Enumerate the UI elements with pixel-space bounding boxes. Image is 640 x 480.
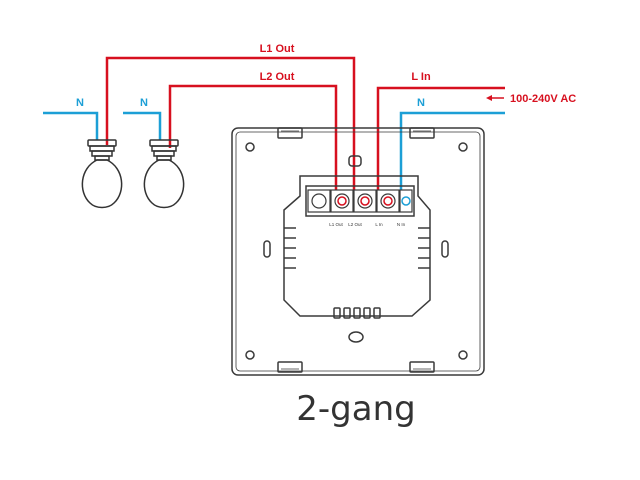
- n-bulb1-wire: [43, 111, 99, 140]
- supply-label: 100-240V AC: [510, 93, 576, 105]
- terminal-l-in: [376, 189, 400, 213]
- n-bulb2-label: N: [140, 97, 148, 109]
- terminal-n-in: [399, 189, 413, 213]
- switch-back-panel: [231, 127, 485, 376]
- n-bulb1-label: N: [76, 97, 84, 109]
- l-in-label: L In: [411, 71, 431, 83]
- l2-out-label: L2 Out: [260, 71, 295, 83]
- terminal-label-l-in: L In: [375, 222, 383, 227]
- terminal-l2-out: [353, 189, 377, 213]
- terminal-label-n-in: N In: [397, 222, 406, 227]
- l2-out-wire: [168, 84, 338, 198]
- terminal-l1-out: [330, 189, 354, 213]
- n-in-label: N: [417, 97, 425, 109]
- n-in-wire: [399, 111, 505, 198]
- terminal-spare: [307, 189, 331, 213]
- n-bulb2-wire: [123, 111, 162, 140]
- supply-arrow-icon: [486, 95, 504, 101]
- caption: 2-gang: [296, 389, 415, 429]
- terminal-label-l1-out: L1 Out: [329, 222, 343, 227]
- l-in-wire: [376, 86, 505, 198]
- light-bulb-2-icon: [143, 139, 185, 209]
- terminal-label-l2-out: L2 Out: [348, 222, 362, 227]
- terminal-block: L1 Out L2 Out L In N In: [305, 185, 415, 227]
- light-bulb-1-icon: [81, 139, 123, 209]
- l1-out-label: L1 Out: [260, 43, 295, 55]
